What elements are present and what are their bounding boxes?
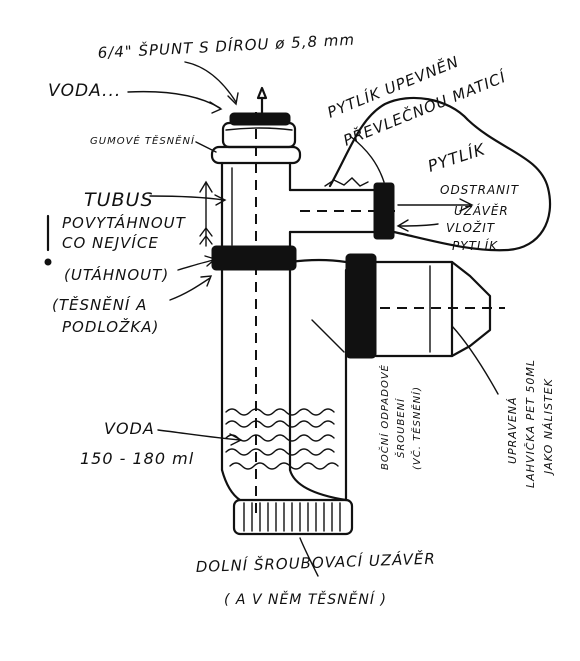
label-bottom-cap-2: ( A V NĚM TĚSNĚNÍ ) [224,590,387,608]
label-bottle-3: JAKO NÁLISTEK [542,378,555,476]
label-tighten: (UTÁHNOUT) [64,265,169,284]
label-bottle-1: UPRAVENÁ [506,396,519,464]
label-insert-bag-1: VLOŽIT [446,220,496,235]
label-tube: TUBUS [84,189,154,211]
exclamation-icon [44,214,52,266]
label-plug: 6/4" ŠPUNT S DÍROU ø 5,8 mm [97,30,355,62]
label-water-bottom-2: 150 - 180 ml [80,449,194,468]
side-drain-nut [345,253,377,359]
label-seal-washer-2: PODLOŽKA) [62,317,159,336]
cap-ridges [243,502,341,532]
bottom-screw-cap [232,498,354,536]
middle-seal-nut [211,245,297,271]
label-water-top: VODA... [48,81,121,101]
siphon-drawing [44,86,552,536]
label-rubber-seal: GUMOVÉ TĚSNĚNÍ [90,134,195,147]
label-side-drain-2: ŠROUBENÍ [394,398,407,458]
label-bottle-2: LAHVIČKA PET 50ML [524,359,537,488]
bottle-outline [374,260,492,358]
label-pull-out-2: CO NEJVÍCE [62,233,159,252]
label-seal-washer-1: (TĚSNĚNÍ A [52,295,147,314]
pull-out-arrows-icon [199,180,213,247]
water-waves [225,408,339,470]
bag-outline [328,96,552,252]
label-remove-cap-1: ODSTRANIT [440,183,520,197]
label-side-drain-3: (VČ. TĚSNĚNÍ) [410,386,423,470]
label-bag: PYTLÍK [425,139,488,176]
label-water-bottom-1: VODA [104,419,155,438]
leader-arrows [127,61,499,577]
labels: 6/4" ŠPUNT S DÍROU ø 5,8 mm VODA... PYTL… [48,30,555,608]
plug-nut [221,121,297,149]
label-insert-bag-2: PYTLÍK [452,238,498,253]
label-remove-cap-2: UZÁVĚR [454,203,509,218]
label-pull-out-1: POVYTÁHNOUT [62,213,187,232]
label-side-drain-1: BOČNÍ ODPADOVÉ [378,364,391,470]
